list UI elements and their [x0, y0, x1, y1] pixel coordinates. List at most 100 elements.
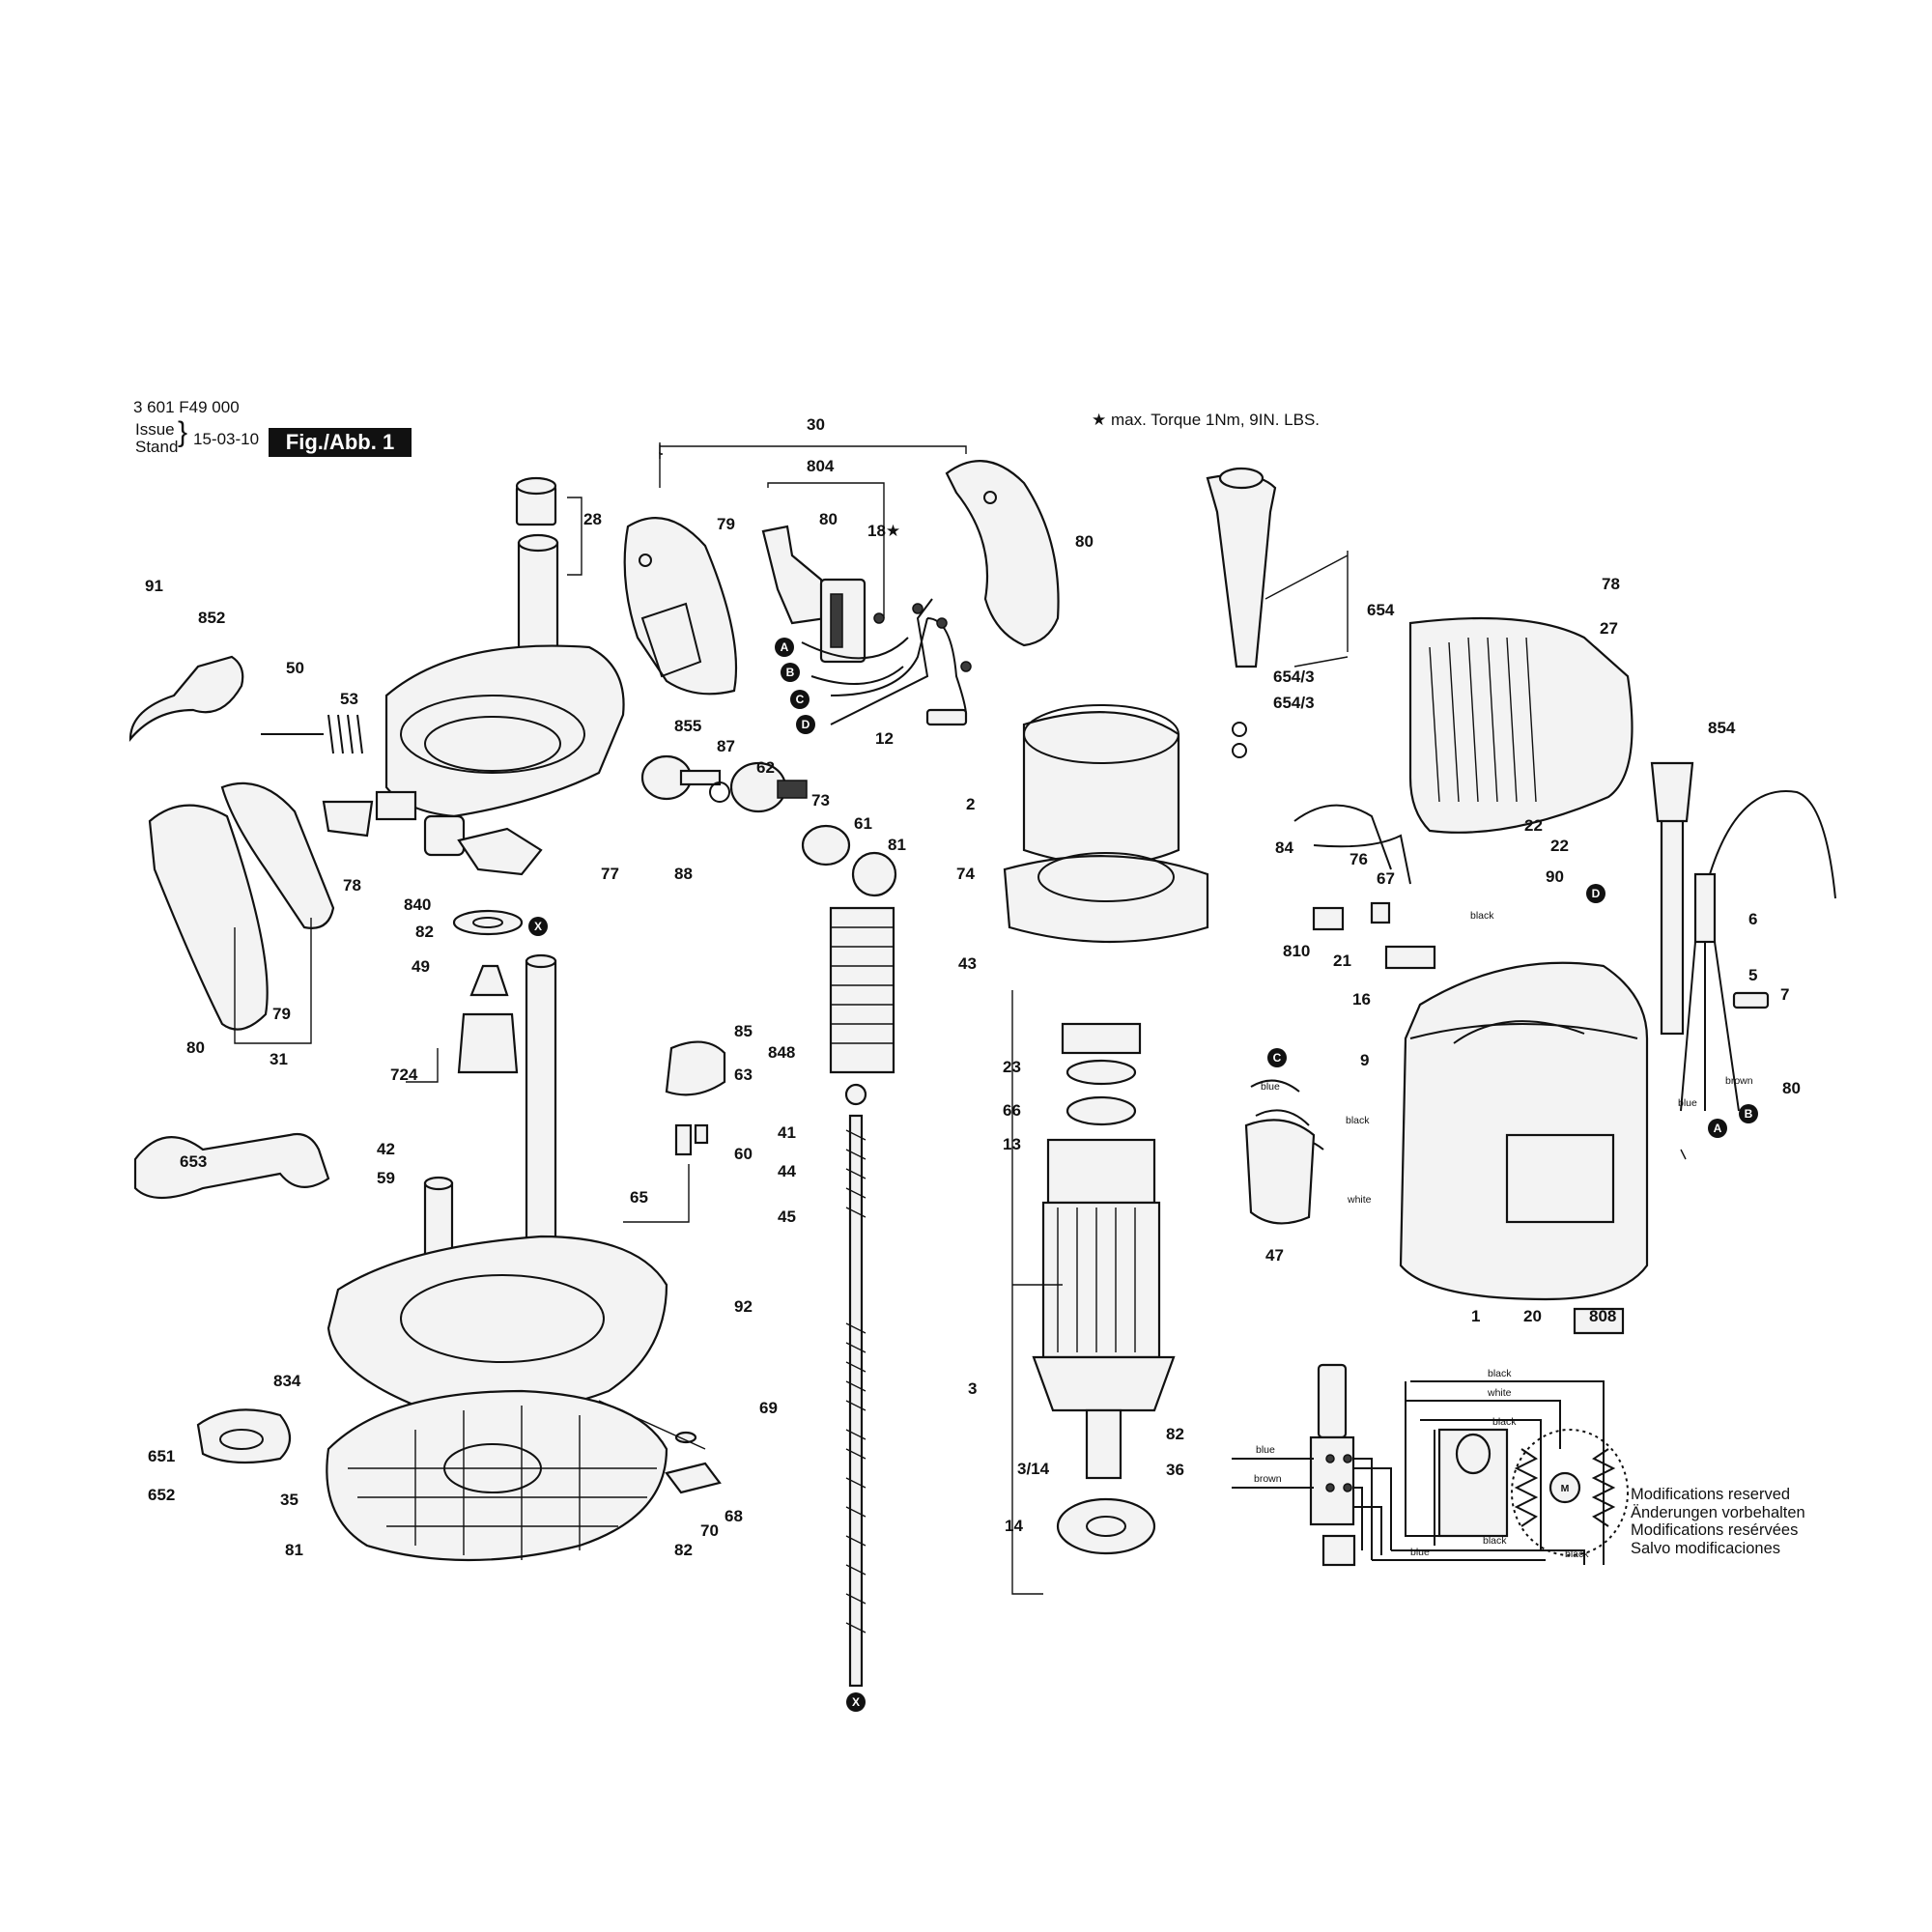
callout-82-right: 82 [1166, 1425, 1184, 1443]
svg-text:X: X [534, 920, 542, 933]
callout-22-b: 22 [1550, 837, 1569, 855]
callout-63: 63 [734, 1065, 753, 1084]
connector-b-left: B [781, 663, 800, 682]
modifications-de: Änderungen vorbehalten [1631, 1503, 1805, 1521]
callout-804: 804 [807, 457, 835, 475]
depth-rod-part [829, 906, 895, 1688]
callout-6: 6 [1748, 910, 1757, 928]
callout-652: 652 [148, 1486, 175, 1504]
callout-85: 85 [734, 1022, 753, 1040]
callout-35: 35 [280, 1491, 298, 1509]
modifications-fr: Modifications resérvées [1631, 1521, 1799, 1539]
sch-label-blue-bottom: blue [1410, 1547, 1430, 1558]
callout-18: 18★ [867, 522, 900, 540]
motor-symbol: M [1561, 1483, 1570, 1494]
svg-text:C: C [796, 693, 805, 706]
connector-c-left: C [790, 690, 810, 709]
callout-87: 87 [717, 737, 735, 755]
connector-c-right: C [1267, 1048, 1287, 1067]
svg-text:X: X [852, 1695, 860, 1709]
callout-68: 68 [724, 1507, 743, 1525]
callout-651: 651 [148, 1447, 175, 1465]
callout-13: 13 [1003, 1135, 1021, 1153]
base-housing-part [375, 476, 625, 857]
callout-62: 62 [756, 758, 775, 777]
callout-81-center: 81 [888, 836, 906, 854]
wiring-schematic: M [1232, 1363, 1629, 1567]
callout-23: 23 [1003, 1058, 1021, 1076]
svg-text:A: A [1714, 1122, 1722, 1135]
svg-text:B: B [786, 666, 795, 679]
stand-label: Stand [135, 438, 179, 456]
callout-27: 27 [1600, 619, 1618, 638]
callout-42: 42 [377, 1140, 395, 1158]
callout-labels: 30 804 18★ 28 79 80 80 91 852 50 53 654 … [145, 415, 1801, 1559]
callout-82-left: 82 [415, 923, 434, 941]
callout-65: 65 [630, 1188, 648, 1207]
svg-text:C: C [1273, 1051, 1282, 1065]
callout-70: 70 [700, 1521, 719, 1540]
callout-653: 653 [180, 1152, 207, 1171]
handle-shells-part [623, 460, 1060, 696]
callout-852: 852 [198, 609, 225, 627]
callout-20: 20 [1523, 1307, 1542, 1325]
connector-x-top: X [528, 917, 548, 936]
callout-2: 2 [966, 795, 975, 813]
wire-label-black-c: black [1346, 1115, 1370, 1126]
connector-d-left: D [796, 715, 815, 734]
issue-label: Issue [135, 420, 175, 439]
leader-lines [234, 442, 1687, 1595]
part-number: 3 601 F49 000 [133, 398, 240, 416]
callout-654-3-b: 654/3 [1273, 694, 1315, 712]
sch-label-brown-in: brown [1254, 1473, 1282, 1485]
callout-9: 9 [1360, 1051, 1369, 1069]
callout-30: 30 [807, 415, 825, 434]
callout-654: 654 [1367, 601, 1395, 619]
connector-a-left: A [775, 638, 794, 657]
callout-654-3-a: 654/3 [1273, 668, 1315, 686]
callout-81-bottom: 81 [285, 1541, 303, 1559]
callout-808: 808 [1589, 1307, 1616, 1325]
callout-84: 84 [1275, 838, 1293, 857]
callout-854: 854 [1708, 719, 1736, 737]
callout-31: 31 [270, 1050, 288, 1068]
wire-label-brown-6: brown [1725, 1075, 1753, 1087]
callout-69: 69 [759, 1399, 778, 1417]
callout-22-a: 22 [1524, 816, 1543, 835]
callout-91: 91 [145, 577, 163, 595]
motor-field-part [1003, 704, 1209, 1555]
connector-a-right: A [1708, 1119, 1727, 1138]
wire-label-blue-c: blue [1261, 1081, 1280, 1093]
callout-78-right: 78 [1602, 575, 1620, 593]
svg-text:A: A [781, 640, 789, 654]
switch-assembly-part [761, 525, 972, 726]
callout-7: 7 [1780, 985, 1789, 1004]
callout-53: 53 [340, 690, 358, 708]
callout-14: 14 [1005, 1517, 1023, 1535]
callout-80-handle: 80 [1075, 532, 1094, 551]
callout-60: 60 [734, 1145, 753, 1163]
callout-79-top: 79 [717, 515, 735, 533]
callout-77: 77 [601, 865, 619, 883]
callout-1: 1 [1471, 1307, 1480, 1325]
callout-76: 76 [1350, 850, 1368, 868]
gear-parts-part [640, 754, 897, 1156]
motor-housing-part [1206, 467, 1836, 1335]
callout-855: 855 [674, 717, 701, 735]
sch-label-black-mid: black [1492, 1416, 1517, 1428]
callout-12: 12 [875, 729, 894, 748]
callout-79-left: 79 [272, 1005, 291, 1023]
connector-x-bottom: X [846, 1692, 866, 1712]
callout-59: 59 [377, 1169, 395, 1187]
callout-3: 3 [968, 1379, 977, 1398]
callout-834: 834 [273, 1372, 301, 1390]
modifications-es: Salvo modificaciones [1631, 1539, 1780, 1557]
modifications-note: Modifications reserved Änderungen vorbeh… [1631, 1486, 1805, 1557]
sch-label-black-right: black [1565, 1548, 1589, 1560]
wire-label-blue-6: blue [1678, 1097, 1697, 1109]
callout-810: 810 [1283, 942, 1310, 960]
callout-67: 67 [1377, 869, 1395, 888]
issue-date: 15-03-10 [193, 430, 260, 448]
callout-73: 73 [811, 791, 830, 810]
